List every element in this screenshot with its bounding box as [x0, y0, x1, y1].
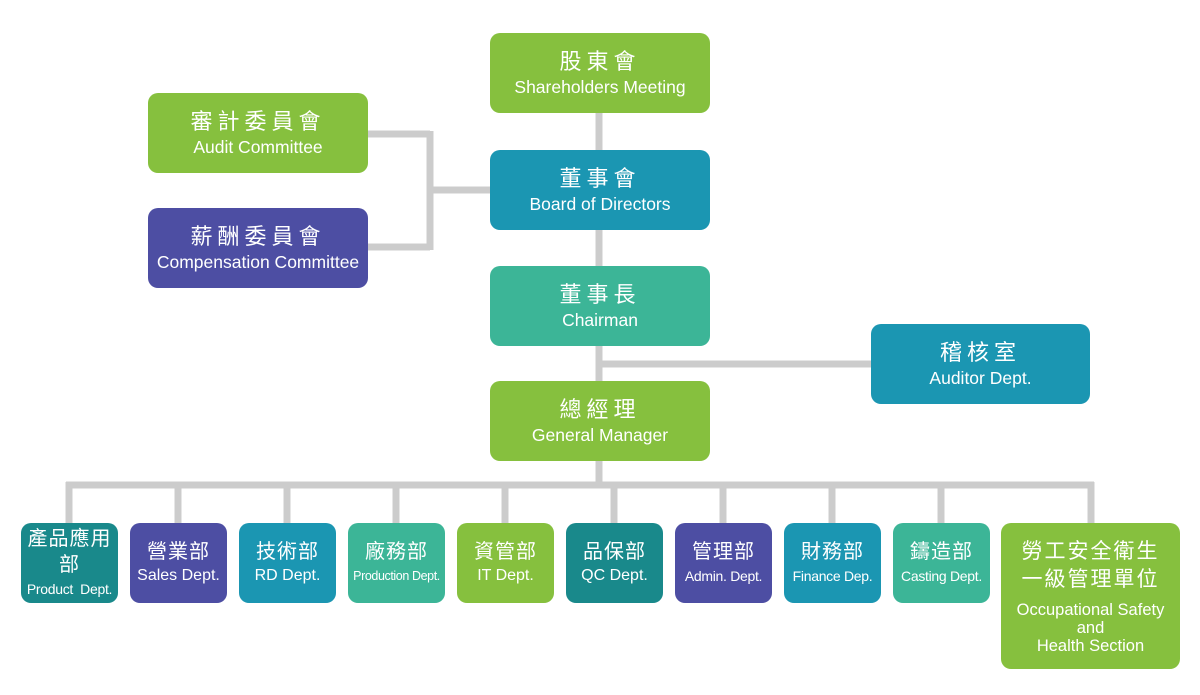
board-of-directors-box: 董事會 Board of Directors	[490, 150, 710, 230]
dept-product: 產品應用部 Product Dept.	[21, 523, 118, 603]
dept-rd-zh: 技術部	[256, 539, 319, 563]
auditor-dept-box: 稽核室 Auditor Dept.	[871, 324, 1090, 404]
audit-committee-box: 審計委員會 Audit Committee	[148, 93, 368, 173]
shareholders-meeting-box: 股東會 Shareholders Meeting	[490, 33, 710, 113]
compensation-committee-en: Compensation Committee	[156, 251, 360, 272]
general-manager-en: General Manager	[531, 424, 669, 445]
dept-qc: 品保部 QC Dept.	[566, 523, 663, 603]
dept-occupational-safety: 勞工安全衛生 一級管理單位 Occupational Safety and He…	[1001, 523, 1180, 669]
dept-casting-zh: 鑄造部	[910, 539, 973, 563]
dept-it: 資管部 IT Dept.	[457, 523, 554, 603]
osh-en-line2: and	[1076, 619, 1105, 637]
chairman-en: Chairman	[562, 309, 638, 330]
dept-finance-en: Finance Dep.	[792, 568, 873, 584]
dept-admin-en: Admin. Dept.	[684, 568, 763, 584]
dept-production: 廠務部 Production Dept.	[348, 523, 445, 603]
dept-casting: 鑄造部 Casting Dept.	[893, 523, 990, 603]
chairman-zh: 董事長	[559, 282, 641, 308]
dept-qc-en: QC Dept.	[581, 567, 648, 584]
dept-qc-zh: 品保部	[583, 539, 646, 563]
dept-product-zh: 產品應用部	[27, 526, 112, 576]
dept-production-zh: 廠務部	[365, 539, 428, 563]
general-manager-box: 總經理 General Manager	[490, 381, 710, 461]
osh-en-line3: Health Section	[1036, 637, 1145, 655]
chairman-box: 董事長 Chairman	[490, 266, 710, 346]
dept-admin-zh: 管理部	[692, 539, 755, 563]
compensation-committee-zh: 薪酬委員會	[190, 224, 326, 250]
dept-rd: 技術部 RD Dept.	[239, 523, 336, 603]
auditor-dept-zh: 稽核室	[939, 340, 1021, 366]
dept-sales: 營業部 Sales Dept.	[130, 523, 227, 603]
board-of-directors-en: Board of Directors	[529, 193, 671, 214]
audit-committee-en: Audit Committee	[193, 136, 323, 157]
dept-production-en: Production Dept.	[353, 569, 440, 583]
audit-committee-zh: 審計委員會	[190, 109, 326, 135]
dept-it-en: IT Dept.	[477, 567, 534, 584]
dept-rd-en: RD Dept.	[254, 567, 321, 584]
compensation-committee-box: 薪酬委員會 Compensation Committee	[148, 208, 368, 288]
dept-finance: 財務部 Finance Dep.	[784, 523, 881, 603]
general-manager-zh: 總經理	[559, 397, 641, 423]
osh-zh-line2: 一級管理單位	[1021, 567, 1160, 591]
board-of-directors-zh: 董事會	[559, 166, 641, 192]
dept-sales-en: Sales Dept.	[137, 567, 220, 584]
dept-casting-en: Casting Dept.	[901, 568, 982, 584]
auditor-dept-en: Auditor Dept.	[929, 367, 1032, 388]
dept-it-zh: 資管部	[474, 539, 537, 563]
shareholders-meeting-en: Shareholders Meeting	[514, 76, 686, 97]
dept-sales-zh: 營業部	[147, 539, 210, 563]
dept-finance-zh: 財務部	[801, 539, 864, 563]
osh-en-line1: Occupational Safety	[1016, 601, 1165, 619]
osh-zh-line1: 勞工安全衛生	[1021, 539, 1160, 563]
dept-admin: 管理部 Admin. Dept.	[675, 523, 772, 603]
shareholders-meeting-zh: 股東會	[559, 49, 641, 75]
dept-product-en: Product Dept.	[26, 581, 113, 597]
